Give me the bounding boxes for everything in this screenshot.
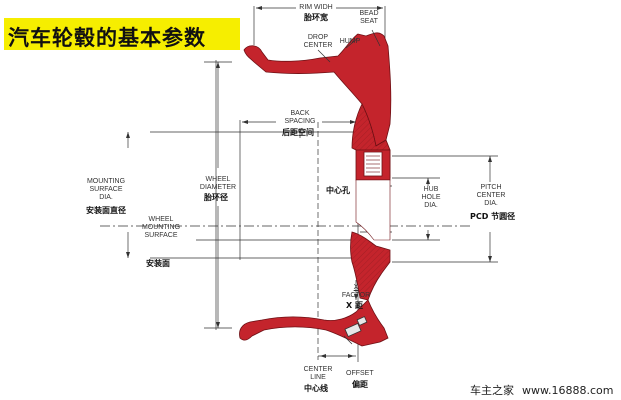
center-bore-cn: 中心孔 — [326, 186, 350, 195]
watermark-site: www.16888.com — [522, 384, 614, 397]
watermark: 车主之家 www.16888.com — [470, 382, 621, 398]
wheel-diagram: 汽车轮毂的基本参数 RIM WIDH 胎环宽 BEAD SEAT DROP CE… — [4, 4, 613, 397]
x-factor-cn: X 距 — [346, 301, 363, 310]
center-line-label: CENTER LINE — [303, 366, 333, 381]
wheel-diameter-cn: 胎环径 — [204, 193, 228, 202]
back-spacing-cn: 后距空间 — [282, 128, 314, 137]
pitch-center-dia-cn: PCD 节圆径 — [470, 212, 516, 221]
bead-seat-label: BEAD SEAT — [359, 10, 379, 25]
rim-width-cn: 胎环宽 — [304, 13, 328, 22]
title-banner — [4, 18, 240, 50]
offset-cn: 偏距 — [352, 380, 368, 389]
hub-hole-dia-label: HUB HOLE DIA. — [421, 186, 441, 209]
pitch-center-dia-label: PITCH CENTER DIA. — [476, 184, 506, 207]
diagram-title: 汽车轮毂的基本参数 — [8, 26, 206, 50]
x-factor-label: X FACTOR — [341, 284, 371, 299]
dimension-lines — [100, 6, 498, 362]
wheel-cross-section-drawing — [100, 6, 498, 362]
drop-center-label: DROP CENTER — [303, 34, 333, 49]
center-line-cn: 中心线 — [304, 384, 328, 393]
wheel-rim-profile — [239, 32, 392, 347]
wheel-diameter-label: WHEEL DIAMETER — [199, 176, 237, 191]
leader-lines — [317, 29, 381, 63]
valve-stem — [343, 316, 368, 345]
rim-width-label: RIM WIDH — [299, 4, 333, 11]
mounting-surface-dia-cn: 安装面直径 — [86, 206, 126, 215]
mounting-surface-cn: 安装面 — [146, 259, 170, 268]
watermark-brand: 车主之家 — [470, 384, 514, 397]
offset-label: OFFSET — [346, 370, 374, 377]
mounting-surface-dia-label: MOUNTING SURFACE DIA. — [86, 178, 126, 201]
arrow-heads — [126, 6, 492, 358]
wheel-mounting-surface-label: WHEEL MOUNTING SURFACE — [141, 216, 181, 239]
back-spacing-label: BACK SPACING — [284, 110, 316, 125]
hump-label: HUMP — [339, 38, 361, 45]
